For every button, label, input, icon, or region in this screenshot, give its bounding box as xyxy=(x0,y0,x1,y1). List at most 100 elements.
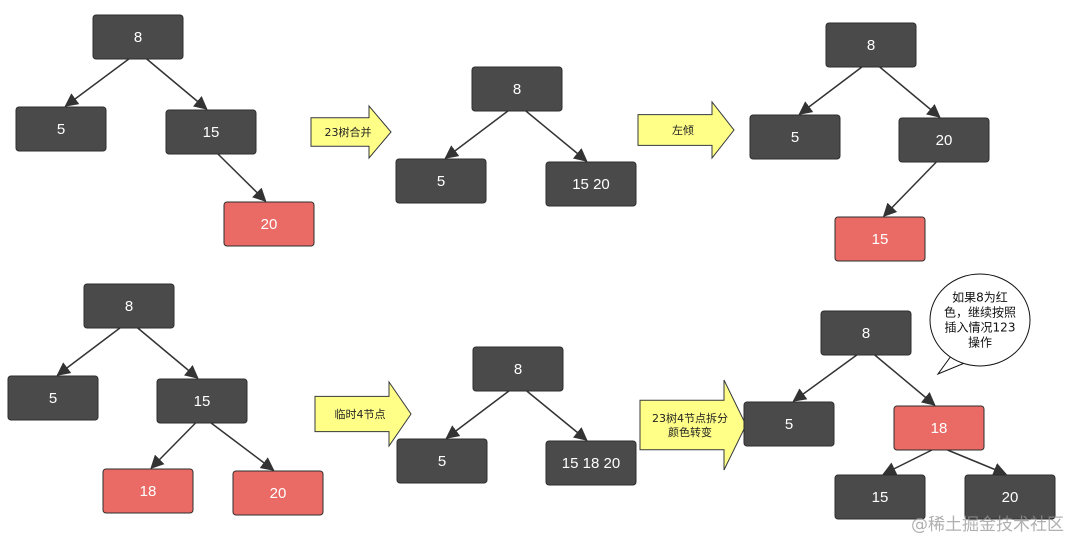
node-box xyxy=(396,438,488,484)
node-label: 20 xyxy=(936,132,953,149)
edge-t1-15-to-t1-20 xyxy=(217,153,267,202)
tree-node-t5-5: 5 xyxy=(396,438,488,484)
tree-node-t3-8: 8 xyxy=(825,22,917,68)
arrow-label: 颜色转变 xyxy=(668,425,712,439)
node-label: 18 xyxy=(140,483,157,500)
edge-t6-18-to-t6-15 xyxy=(882,449,933,475)
node-label: 8 xyxy=(867,37,875,54)
node-label: 5 xyxy=(49,390,57,407)
edge-t5-8-to-t5-151820 xyxy=(526,390,588,441)
node-label: 20 xyxy=(1002,489,1019,506)
node-box xyxy=(964,474,1056,520)
tree-node-t1-8: 8 xyxy=(92,14,184,60)
edge-t1-8-to-t1-5 xyxy=(64,58,130,107)
node-box xyxy=(15,106,107,152)
edge-t4-8-to-t4-15 xyxy=(137,327,199,379)
edge-t2-8-to-t2-5 xyxy=(444,110,509,159)
tree-node-t6-8: 8 xyxy=(820,310,912,356)
node-box xyxy=(545,161,637,207)
node-label: 15 xyxy=(194,393,211,410)
tree-node-t1-20: 20 xyxy=(223,201,315,247)
node-label: 15 20 xyxy=(572,176,610,193)
node-label: 20 xyxy=(261,216,278,233)
note-line: 色，继续按照 xyxy=(944,306,1016,320)
note-line: 插入情况123 xyxy=(945,321,1016,335)
node-label: 15 xyxy=(872,489,889,506)
node-label: 5 xyxy=(437,173,445,190)
edge-t2-8-to-t2-1520 xyxy=(525,110,588,162)
node-label: 8 xyxy=(513,81,521,98)
edge-t6-8-to-t6-5 xyxy=(792,354,858,402)
step-arrow-temp-4node: 临时4节点 xyxy=(314,380,412,448)
block-arrow-shape xyxy=(639,379,747,471)
node-box xyxy=(232,470,324,516)
node-box xyxy=(825,22,917,68)
edge-t3-8-to-t3-5 xyxy=(798,66,863,115)
node-label: 5 xyxy=(785,416,793,433)
node-label: 5 xyxy=(438,453,446,470)
node-box xyxy=(472,346,564,392)
tree-node-t2-1520: 15 20 xyxy=(545,161,637,207)
node-box xyxy=(893,405,985,451)
arrow-label: 临时4节点 xyxy=(335,407,386,421)
node-box xyxy=(165,109,257,155)
node-box xyxy=(749,114,841,160)
tree-node-t3-20: 20 xyxy=(898,117,990,163)
watermark: @稀土掘金技术社区 xyxy=(911,515,1064,535)
arrow-label: 23树4节点拆分 xyxy=(652,411,728,425)
node-box xyxy=(102,468,194,514)
tree-node-t4-5: 5 xyxy=(7,375,99,421)
node-box xyxy=(471,66,563,112)
node-box xyxy=(834,216,926,262)
tree-node-t1-5: 5 xyxy=(15,106,107,152)
bubble-tail-join xyxy=(954,353,971,361)
node-label: 8 xyxy=(862,325,870,342)
edge-t6-18-to-t6-20 xyxy=(947,449,1007,476)
tree-node-t3-15: 15 xyxy=(834,216,926,262)
arrow-label: 23树合并 xyxy=(325,125,372,139)
tree-node-t2-8: 8 xyxy=(471,66,563,112)
node-box xyxy=(156,378,248,424)
bubble-ellipse xyxy=(929,273,1031,367)
step-arrow-lean-left: 左倾 xyxy=(637,100,735,160)
block-arrow-shape xyxy=(310,104,392,160)
node-box xyxy=(395,158,487,204)
node-label: 18 xyxy=(931,420,948,437)
edge-t3-20-to-t3-15 xyxy=(882,161,937,217)
node-box xyxy=(545,440,637,486)
node-label: 8 xyxy=(514,361,522,378)
node-label: 8 xyxy=(134,29,142,46)
node-label: 5 xyxy=(57,121,65,138)
node-box xyxy=(834,474,926,520)
node-label: 20 xyxy=(270,485,287,502)
tree-node-t2-5: 5 xyxy=(395,158,487,204)
edge-t3-8-to-t3-20 xyxy=(879,66,941,118)
tree-node-t1-15: 15 xyxy=(165,109,257,155)
tree-node-t5-8: 8 xyxy=(472,346,564,392)
tree-node-t6-5: 5 xyxy=(743,401,835,447)
node-box xyxy=(7,375,99,421)
block-arrow-shape xyxy=(637,100,735,160)
node-box xyxy=(820,310,912,356)
block-arrow-shape xyxy=(314,380,412,448)
node-label: 5 xyxy=(791,129,799,146)
node-label: 8 xyxy=(125,298,133,315)
tree-node-t4-8: 8 xyxy=(83,283,175,329)
edge-t4-15-to-t4-18 xyxy=(150,422,197,469)
node-label: 15 18 20 xyxy=(562,455,620,472)
tree-node-t4-18: 18 xyxy=(102,468,194,514)
tree-node-t6-20: 20 xyxy=(964,474,1056,520)
edge-t6-8-to-t6-18 xyxy=(874,354,936,406)
node-box xyxy=(92,14,184,60)
tree-node-t4-20: 20 xyxy=(232,470,324,516)
node-label: 15 xyxy=(203,124,220,141)
node-box xyxy=(743,401,835,447)
edge-t4-8-to-t4-5 xyxy=(56,327,121,376)
tree-node-t4-15: 15 xyxy=(156,378,248,424)
tree-node-t6-15: 15 xyxy=(834,474,926,520)
note-line: 操作 xyxy=(968,335,992,350)
